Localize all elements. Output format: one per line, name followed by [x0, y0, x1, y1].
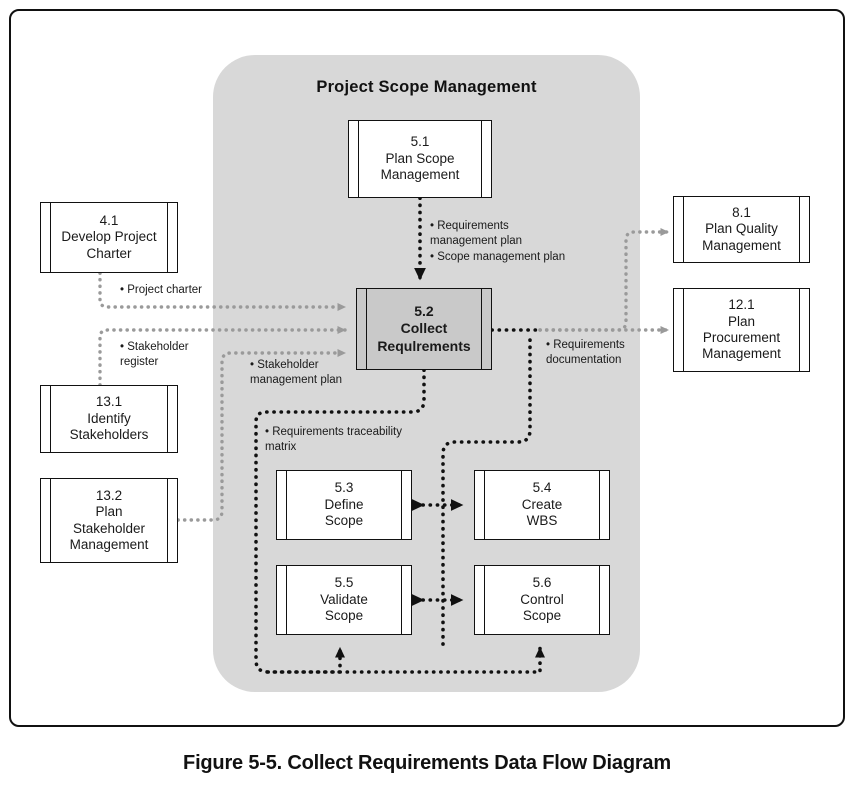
- node-left-bar: [50, 203, 60, 272]
- node-id: 13.2: [95, 487, 123, 503]
- node-left-bar: [286, 471, 296, 539]
- label-scope-management-plan: • Scope management plan: [430, 251, 566, 263]
- flow-return-to-5-6: [266, 646, 545, 674]
- node-name: Plan Stakeholder Management: [69, 504, 149, 552]
- flow-rtm-left-branch: [254, 368, 426, 674]
- node-13-2-plan-stakeholder-management[interactable]: 13.2 Plan Stakeholder Management: [40, 478, 178, 563]
- node-id: 5.2: [414, 303, 434, 320]
- node-name: Collect Requlrements: [377, 320, 471, 354]
- node-id: 5.3: [334, 480, 354, 496]
- node-5-5-validate-scope[interactable]: 5.5 Validate Scope: [276, 565, 412, 635]
- node-name: Plan Quality Management: [702, 221, 781, 253]
- node-left-bar: [683, 197, 693, 262]
- node-id: 12.1: [728, 297, 755, 313]
- node-right-bar: [472, 289, 482, 369]
- node-right-bar: [590, 471, 600, 539]
- node-right-bar: [790, 197, 800, 262]
- flow-requirements-documentation-to-8-1: [538, 227, 670, 332]
- node-name: Plan Procurement Management: [702, 313, 781, 362]
- node-5-6-control-scope[interactable]: 5.6 Control Scope: [474, 565, 610, 635]
- node-name: Develop Project Charter: [61, 229, 157, 261]
- node-left-bar: [484, 566, 494, 634]
- flow-stakeholder-management-plan: [176, 348, 347, 522]
- node-id: 8.1: [732, 204, 751, 220]
- node-4-1-develop-project-charter[interactable]: 4.1 Develop Project Charter: [40, 202, 178, 273]
- node-left-bar: [286, 566, 296, 634]
- node-name: Identify Stakeholders: [69, 410, 149, 443]
- node-13-1-identify-stakeholders[interactable]: 13.1 Identify Stakeholders: [40, 385, 178, 453]
- node-id: 13.1: [95, 394, 123, 410]
- label-requirements-management-plan: • Requirements management plan: [430, 220, 523, 247]
- flow-project-charter: [98, 271, 347, 312]
- node-name: Define Scope: [324, 496, 364, 529]
- node-8-1-plan-quality-management[interactable]: 8.1 Plan Quality Management: [673, 196, 810, 263]
- node-id: 4.1: [99, 212, 119, 228]
- label-stakeholder-register: • Stakeholder register: [120, 341, 189, 368]
- panel-title: Project Scope Management: [316, 78, 537, 96]
- node-5-3-define-scope[interactable]: 5.3 Define Scope: [276, 470, 412, 540]
- figure-caption: Figure 5-5. Collect Requirements Data Fl…: [183, 752, 671, 774]
- node-12-1-plan-procurement-management[interactable]: 12.1 Plan Procurement Management: [673, 288, 810, 372]
- node-right-bar: [790, 289, 800, 371]
- node-left-bar: [484, 471, 494, 539]
- node-5-4-create-wbs[interactable]: 5.4 Create WBS: [474, 470, 610, 540]
- node-right-bar: [158, 479, 168, 562]
- node-name: Validate Scope: [320, 591, 368, 624]
- node-left-bar: [50, 386, 60, 452]
- node-name: Plan Scope Management: [380, 150, 460, 183]
- node-right-bar: [472, 121, 482, 197]
- node-id: 5.5: [334, 575, 354, 591]
- node-right-bar: [590, 566, 600, 634]
- label-project-charter: • Project charter: [120, 284, 202, 296]
- node-5-1-plan-scope-management[interactable]: 5.1 Plan Scope Management: [348, 120, 492, 198]
- flow-rtm-center-branch: [441, 338, 532, 648]
- node-left-bar: [366, 289, 376, 369]
- node-id: 5.6: [532, 575, 552, 591]
- node-right-bar: [392, 471, 402, 539]
- node-name: Control Scope: [520, 591, 564, 624]
- node-right-bar: [158, 203, 168, 272]
- flow-stakeholder-register: [98, 325, 347, 387]
- node-name: Create WBS: [521, 496, 563, 529]
- label-requirements-traceability-matrix: • Requirements traceability matrix: [265, 426, 402, 453]
- node-5-2-collect-requirements[interactable]: 5.2 Collect Requlrements: [356, 288, 492, 370]
- node-left-bar: [50, 479, 60, 562]
- node-id: 5.4: [532, 480, 552, 496]
- node-left-bar: [683, 289, 693, 371]
- label-stakeholder-management-plan: • Stakeholder management plan: [250, 359, 343, 386]
- node-id: 5.1: [410, 134, 430, 150]
- node-left-bar: [358, 121, 368, 197]
- node-right-bar: [392, 566, 402, 634]
- node-right-bar: [158, 386, 168, 452]
- label-requirements-documentation: • Requirements documentation: [546, 339, 625, 366]
